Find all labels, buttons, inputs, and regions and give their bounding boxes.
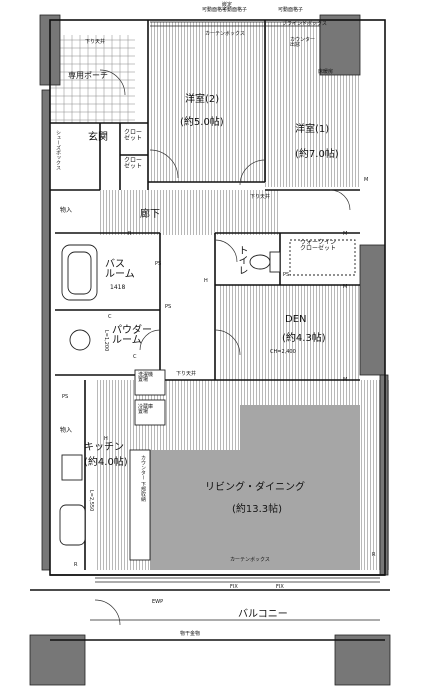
note-ps1: PS <box>62 394 69 400</box>
fridge-space <box>134 399 166 426</box>
door-western2 <box>149 149 179 179</box>
note-fixed-movable-lattice: 嵌定 可動面格子 <box>222 2 248 13</box>
note-curtain-box-bottom: カーテンボックス <box>230 557 270 563</box>
note-curtain-box-top: カーテンボックス <box>205 31 245 37</box>
counter <box>129 449 151 561</box>
note-h2: H <box>104 436 108 442</box>
wall-right-lower <box>379 374 389 576</box>
note-ewp: EWP <box>152 599 164 605</box>
note-m2: M <box>343 284 348 290</box>
label-storage1: 物入 <box>60 207 73 214</box>
note-ps3: PS <box>283 272 290 278</box>
sink <box>59 504 86 546</box>
floor-corridor <box>100 190 280 235</box>
wall-column-br <box>334 634 391 686</box>
door-western1 <box>239 159 266 186</box>
label-kitchen: キッチン <box>84 442 124 453</box>
door-powder <box>139 329 161 351</box>
label-den: DEN <box>285 314 307 325</box>
label-corridor: 廊下 <box>140 209 160 220</box>
label-western2-area: (約5.0帖) <box>180 117 224 128</box>
note-m1: M <box>343 231 348 237</box>
note-movable-lattice-left: 可動面格子 <box>202 7 228 13</box>
note-fix2: FIX <box>276 584 284 590</box>
label-den-area: (約4.3帖) <box>282 333 326 344</box>
note-c1: C <box>108 314 112 320</box>
note-fix1: FIX <box>230 584 238 590</box>
note-r3: R <box>128 231 132 237</box>
walkin-closet <box>289 239 356 276</box>
floor-porch <box>50 35 135 123</box>
note-c2: C <box>133 354 137 360</box>
note-dryer: 物干金物 <box>180 631 201 637</box>
floor-heating-2 <box>150 450 240 570</box>
label-den-ceiling: CH=2,400 <box>270 349 296 355</box>
label-bath-size: 1418 <box>110 284 126 291</box>
note-ps4: PS <box>155 261 162 267</box>
note-counter: カウンター 出窓 <box>290 37 316 48</box>
label-western2: 洋室(2) <box>185 94 220 105</box>
label-porch: 専用ポーチ <box>68 71 108 80</box>
label-living: リビング・ダイニング <box>205 482 305 493</box>
bathtub <box>61 244 98 301</box>
door-walkin <box>329 189 351 211</box>
note-blind-box: ブラインドボックス <box>282 21 327 27</box>
wall-column-r <box>359 244 386 376</box>
label-entrance: 玄関 <box>88 132 108 143</box>
label-closet-b: クロー ゼット <box>124 157 143 170</box>
label-powder: パウダー ルーム <box>112 325 152 346</box>
wall-column-tr <box>319 14 361 76</box>
label-closet-a: クロー ゼット <box>124 129 143 142</box>
floor-western2 <box>150 22 265 182</box>
note-floor-heating: 床暖房 <box>318 69 334 75</box>
note-dim2: L=2,550 <box>88 490 94 512</box>
note-h1: H <box>204 278 208 284</box>
note-movable-lattice-right: 可動面格子 <box>278 7 304 13</box>
toilet-fixture <box>249 254 271 270</box>
note-fridge: 冷蔵庫 置場 <box>138 404 154 415</box>
floor-den <box>220 285 360 380</box>
wall-column-bl <box>29 634 86 686</box>
label-bath: バス ルーム <box>105 259 135 280</box>
label-shoes-box: シューズボックス <box>55 130 61 170</box>
wall-left <box>41 89 51 571</box>
label-western1-area: (約7.0帖) <box>295 149 339 160</box>
note-m4: M <box>364 177 369 183</box>
floor-heating <box>240 405 360 570</box>
label-kitchen-area: (約4.0帖) <box>84 457 128 468</box>
note-m3: M <box>343 377 348 383</box>
door-toilet <box>214 239 238 263</box>
label-western1: 洋室(1) <box>295 124 330 135</box>
label-storage2: 物入 <box>60 427 73 434</box>
label-walkin: ウォークイン クローゼット <box>300 239 337 252</box>
label-balcony: バルコニー <box>238 609 288 620</box>
washer-space <box>134 369 166 396</box>
note-washer: 洗濯機 置場 <box>138 372 154 383</box>
label-toilet: トイレ <box>236 245 247 275</box>
basin <box>69 329 91 351</box>
note-r1: R <box>74 562 78 568</box>
label-living-area: (約13.3帖) <box>232 504 283 515</box>
door-den <box>214 329 241 356</box>
label-counter: カウンター 下部収納 <box>140 455 146 502</box>
note-drop-ceiling-top: 下り天井 <box>85 39 106 45</box>
note-drop-ceiling-right: 下り天井 <box>250 194 271 200</box>
note-drop-ceiling-mid: 下り天井 <box>176 371 197 377</box>
note-r2: R <box>372 552 376 558</box>
door-balcony <box>94 599 121 626</box>
stove <box>61 454 83 481</box>
note-dim1: L=1,200 <box>103 330 109 352</box>
door-porch <box>99 69 126 96</box>
note-ps2: PS <box>165 304 172 310</box>
